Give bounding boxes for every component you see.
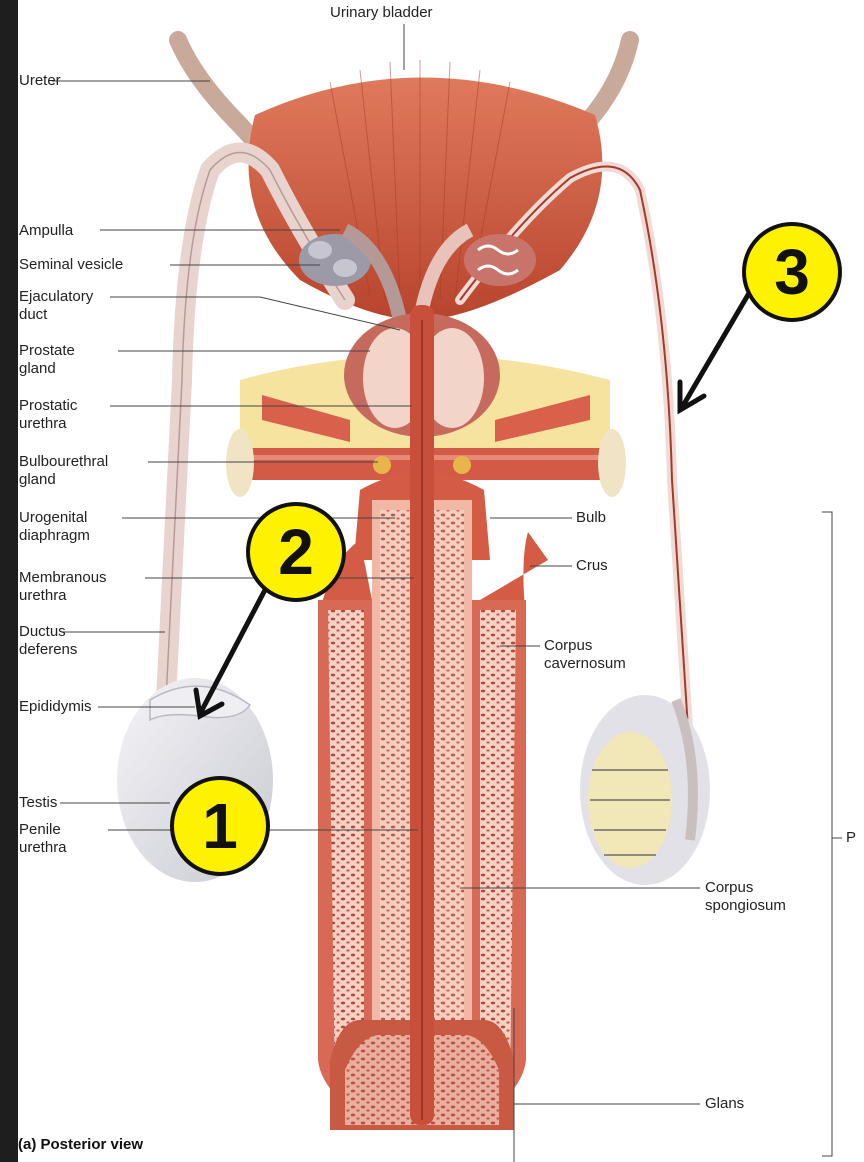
marker-1: 1 [170, 776, 270, 876]
pubic-bone-right [598, 429, 626, 497]
label-ductus-deferens: Ductus deferens [19, 623, 77, 659]
bulbourethral-gland-right [453, 456, 471, 474]
label-membranous-urethra: Membranous urethra [19, 569, 107, 605]
label-epididymis: Epididymis [19, 698, 92, 716]
marker-1-number: 1 [202, 789, 238, 863]
label-prostate-gland: Prostate gland [19, 342, 75, 378]
label-ampulla: Ampulla [19, 222, 73, 240]
bulbourethral-gland-left [373, 456, 391, 474]
label-bulbourethral-gland: Bulbourethral gland [19, 453, 108, 489]
label-ejaculatory-duct: Ejaculatory duct [19, 288, 93, 324]
pubic-bone-left [226, 429, 254, 497]
label-urogenital-diaphragm: Urogenital diaphragm [19, 509, 90, 545]
label-penile-urethra: Penile urethra [19, 821, 67, 857]
label-testis: Testis [19, 794, 57, 812]
label-urinary-bladder: Urinary bladder [330, 4, 433, 22]
marker-2: 2 [246, 502, 346, 602]
label-bulb: Bulb [576, 509, 606, 527]
label-ureter: Ureter [19, 72, 61, 90]
label-glans: Glans [705, 1095, 744, 1113]
marker-3-number: 3 [774, 235, 810, 309]
label-seminal-vesicle: Seminal vesicle [19, 256, 123, 274]
marker-2-number: 2 [278, 515, 314, 589]
label-penis-partial: P [846, 829, 856, 847]
seminal-vesicle-right [464, 234, 536, 286]
label-prostatic-urethra: Prostatic urethra [19, 397, 77, 433]
label-corpus-spongiosum: Corpus spongiosum [705, 879, 786, 915]
label-corpus-cavernosum: Corpus cavernosum [544, 637, 626, 673]
marker-3: 3 [742, 222, 842, 322]
figure-caption: (a) Posterior view [18, 1136, 143, 1153]
label-crus: Crus [576, 557, 608, 575]
